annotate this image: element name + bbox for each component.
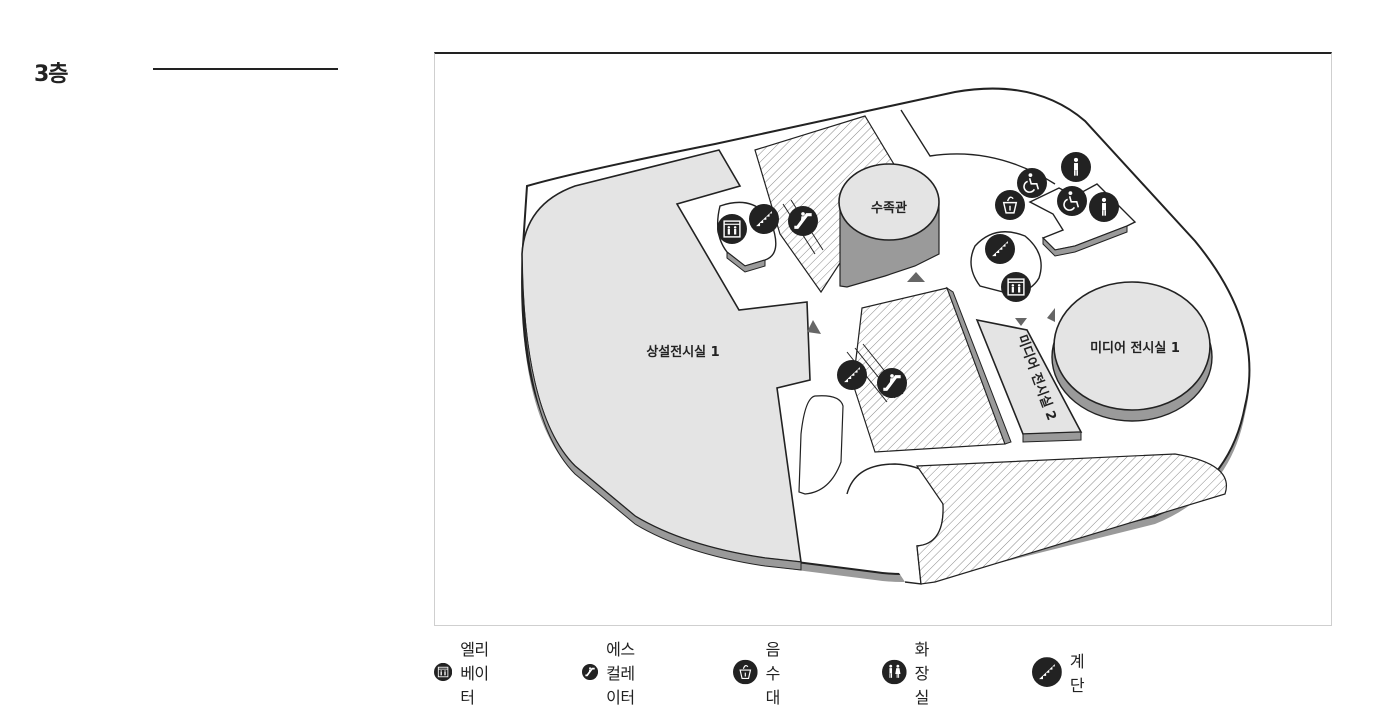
elevator-icon xyxy=(1001,272,1031,302)
restroom-person-icon xyxy=(1061,152,1091,182)
escalator-icon xyxy=(877,368,907,398)
drinking-fountain-icon xyxy=(733,659,758,685)
escalator-icon xyxy=(582,663,599,681)
legend-label: 음수대 xyxy=(765,640,781,707)
legend-label: 계단 xyxy=(1069,652,1085,695)
elevator-icon xyxy=(717,214,747,244)
legend-item-restroom: 화장실 xyxy=(882,640,942,707)
elevator-icon xyxy=(434,662,453,682)
aquarium-label: 수족관 xyxy=(871,200,907,216)
direction-arrow xyxy=(1015,318,1027,326)
stairs-icon xyxy=(837,360,867,390)
media-hall-1-label: 미디어 전시실 1 xyxy=(1090,340,1180,356)
floor-map-drawing: 상설전시실 1 수족관 xyxy=(521,87,1251,585)
legend-item-elevator: 엘리베이터 xyxy=(434,640,494,707)
direction-arrow xyxy=(807,320,821,334)
restroom-person-icon xyxy=(1089,192,1119,222)
stairs-icon xyxy=(1032,657,1062,687)
terrace xyxy=(915,453,1227,585)
stairs-icon xyxy=(985,234,1015,264)
accessible-restroom-icon xyxy=(1057,186,1087,216)
floor-map: 상설전시실 1 수족관 xyxy=(434,52,1332,626)
restroom-icon xyxy=(882,659,907,685)
media-hall-1 xyxy=(1053,281,1211,411)
legend-item-escalator: 에스컬레이터 xyxy=(582,640,642,707)
accessible-restroom-icon xyxy=(1017,168,1047,198)
stairs-icon xyxy=(749,204,779,234)
legend-label: 화장실 xyxy=(914,640,930,707)
title-divider xyxy=(153,68,338,70)
drinking-fountain-icon xyxy=(995,190,1025,220)
direction-arrow xyxy=(907,272,925,282)
floor-title: 3층 xyxy=(34,62,69,87)
legend-item-drinking-fountain: 음수대 xyxy=(733,640,793,707)
legend-label: 에스컬레이터 xyxy=(606,640,635,707)
direction-arrow xyxy=(1047,308,1055,322)
permanent-hall-1-label: 상설전시실 1 xyxy=(646,344,719,360)
lounge-capsule xyxy=(798,395,844,495)
legend-item-stairs: 계단 xyxy=(1032,652,1092,695)
legend-label: 엘리베이터 xyxy=(460,640,489,707)
aquarium xyxy=(838,163,940,241)
escalator-icon xyxy=(788,206,818,236)
